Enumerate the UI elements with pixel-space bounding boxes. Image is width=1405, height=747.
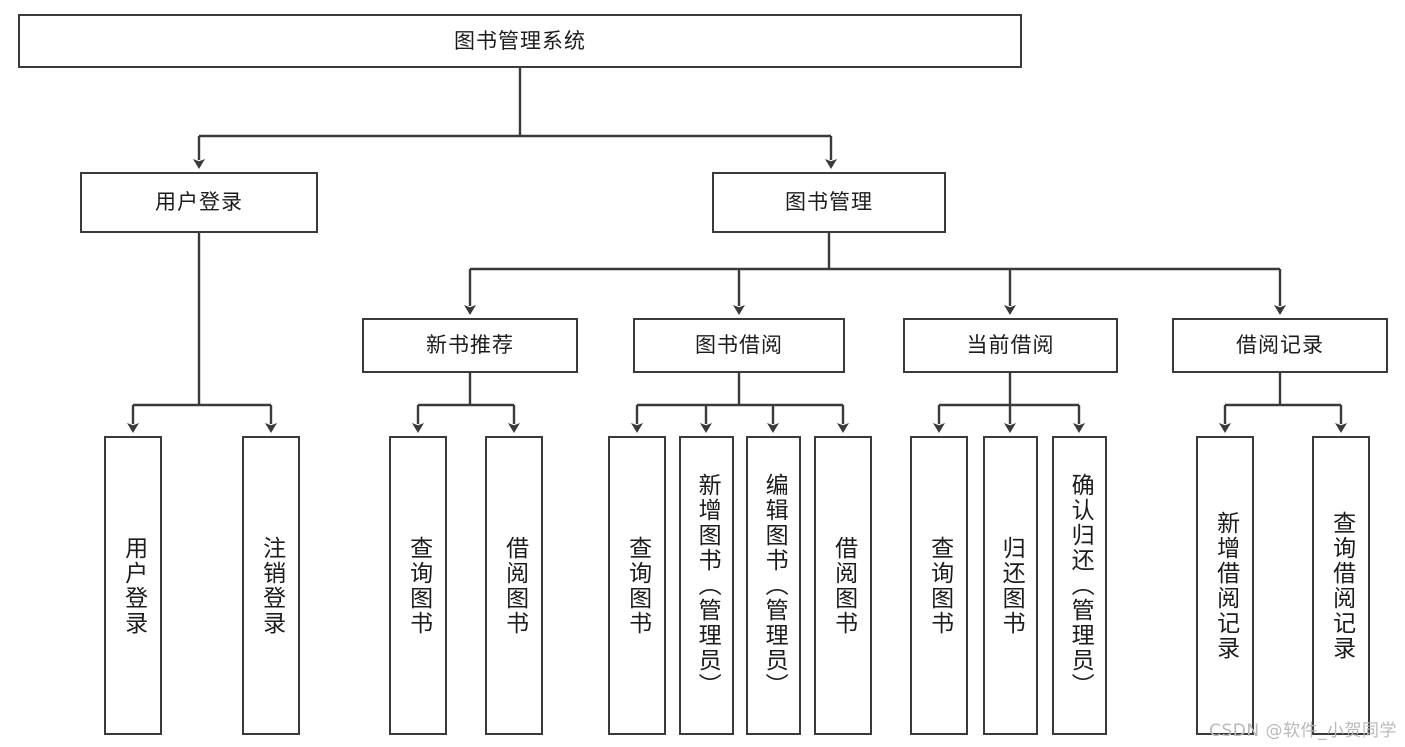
node-label: 编辑图书（管理员） (761, 473, 788, 698)
node-user-login[interactable]: 用户登录 (80, 172, 318, 233)
node-new-book-recommend[interactable]: 新书推荐 (362, 318, 578, 373)
node-label: 图书借阅 (695, 333, 783, 358)
node-label: 新增借阅记录 (1212, 510, 1239, 661)
node-borrow-record[interactable]: 借阅记录 (1172, 318, 1388, 373)
leaf-new-book-query[interactable]: 查询图书 (389, 436, 447, 735)
leaf-book-borrow-edit[interactable]: 编辑图书（管理员） (746, 436, 801, 735)
node-label: 当前借阅 (966, 333, 1055, 358)
leaf-book-borrow-add[interactable]: 新增图书（管理员） (679, 436, 734, 735)
leaf-borrow-record-add[interactable]: 新增借阅记录 (1196, 436, 1254, 735)
leaf-book-borrow-query[interactable]: 查询图书 (608, 436, 666, 735)
leaf-book-borrow-borrow[interactable]: 借阅图书 (814, 436, 872, 735)
leaf-current-borrow-query[interactable]: 查询图书 (910, 436, 968, 735)
node-label: 确认归还（管理员） (1067, 473, 1094, 698)
node-book-borrow[interactable]: 图书借阅 (633, 318, 845, 373)
node-label: 查询图书 (926, 535, 953, 636)
node-label: 用户登录 (155, 190, 243, 215)
node-label: 查询借阅记录 (1328, 510, 1355, 661)
node-label: 查询图书 (624, 535, 651, 636)
node-label: 借阅记录 (1236, 333, 1324, 358)
leaf-borrow-record-query[interactable]: 查询借阅记录 (1312, 436, 1370, 735)
leaf-new-book-borrow[interactable]: 借阅图书 (485, 436, 543, 735)
node-label: 图书管理系统 (454, 28, 586, 53)
node-label: 新增图书（管理员） (694, 473, 721, 698)
node-book-management[interactable]: 图书管理 (712, 172, 946, 233)
node-label: 查询图书 (405, 535, 432, 636)
leaf-user-login-signin[interactable]: 用户登录 (104, 436, 162, 735)
node-label: 归还图书 (998, 535, 1025, 636)
node-label: 新书推荐 (426, 333, 514, 358)
leaf-current-borrow-confirm-return[interactable]: 确认归还（管理员） (1052, 436, 1107, 735)
leaf-user-login-signout[interactable]: 注销登录 (242, 436, 300, 735)
leaf-current-borrow-return[interactable]: 归还图书 (983, 436, 1038, 735)
node-label: 注销登录 (258, 535, 285, 636)
node-label: 借阅图书 (501, 535, 528, 636)
watermark-text: CSDN @软件_小贺同学 (1209, 721, 1397, 741)
node-label: 用户登录 (120, 535, 147, 636)
node-root-system[interactable]: 图书管理系统 (18, 14, 1022, 68)
node-label: 图书管理 (785, 190, 873, 215)
node-current-borrow[interactable]: 当前借阅 (903, 318, 1118, 373)
node-label: 借阅图书 (830, 535, 857, 636)
